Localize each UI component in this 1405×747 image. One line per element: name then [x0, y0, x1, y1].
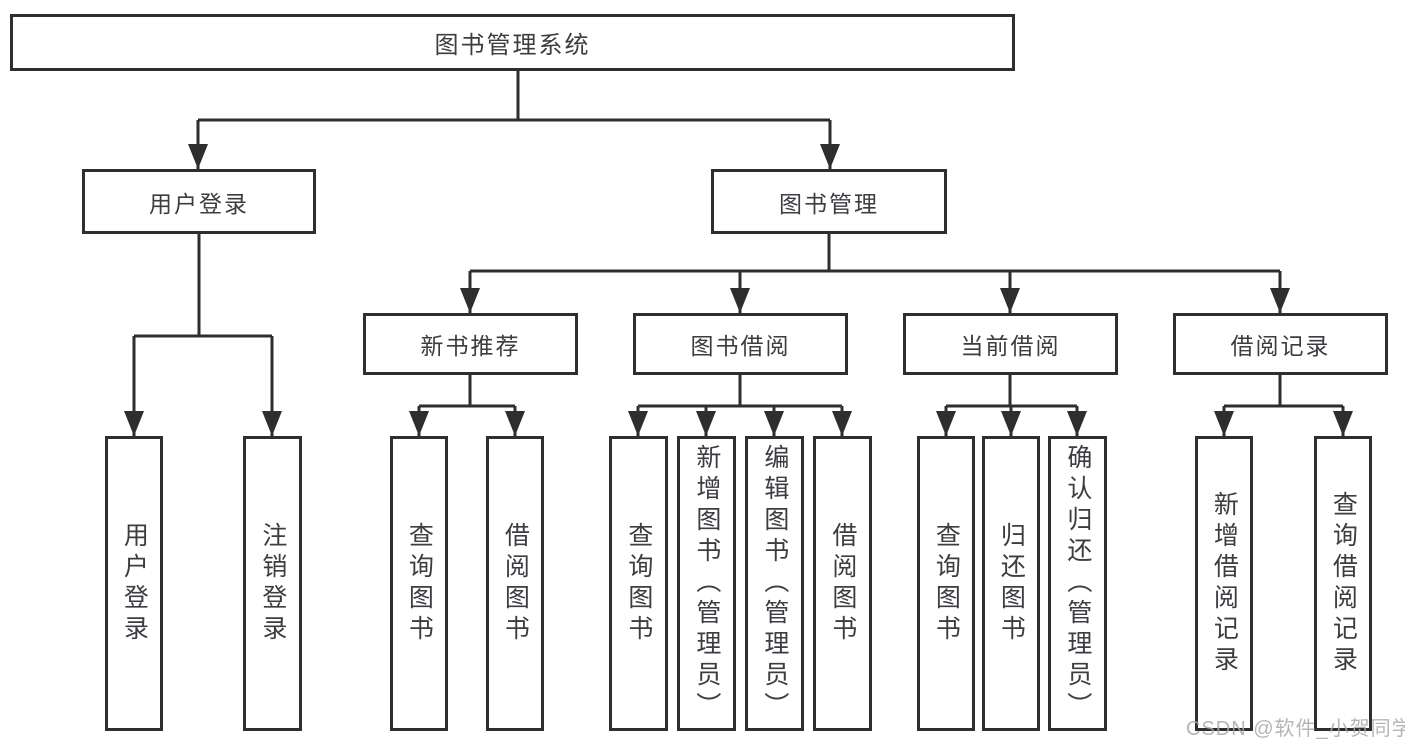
- node-book-borrowing: 图书借阅: [633, 313, 848, 375]
- leaf-logout: 注销登录: [243, 436, 302, 731]
- leaf-borrowing-query-books: 查询图书: [609, 436, 668, 731]
- leaf-query-borrow-record: 查询借阅记录: [1314, 436, 1372, 731]
- node-book-borrowing-label: 图书借阅: [690, 333, 791, 359]
- leaf-user-login-label: 用户登录: [120, 521, 149, 646]
- leaf-recommend-borrow-books: 借阅图书: [486, 436, 544, 731]
- leaf-current-query-books: 查询图书: [917, 436, 975, 731]
- watermark-text: CSDN @软件_小贺同学: [1186, 718, 1405, 740]
- node-new-book-recommendation: 新书推荐: [363, 313, 578, 375]
- leaf-borrowing-borrow-books: 借阅图书: [813, 436, 872, 731]
- leaf-logout-label: 注销登录: [258, 521, 287, 646]
- node-root-label: 图书管理系统: [434, 32, 591, 59]
- leaf-add-books-admin: 新增图书（管理员）: [677, 436, 736, 731]
- leaf-user-login: 用户登录: [105, 436, 163, 731]
- node-borrowing-records-label: 借阅记录: [1230, 333, 1331, 359]
- leaf-return-books-label: 归还图书: [997, 521, 1026, 646]
- node-book-management-label: 图书管理: [779, 190, 879, 217]
- node-user-login: 用户登录: [82, 169, 316, 234]
- leaf-edit-books-admin-label: 编辑图书（管理员）: [760, 444, 789, 723]
- leaf-add-books-admin-label: 新增图书（管理员）: [692, 444, 721, 723]
- leaf-recommend-query-books-label: 查询图书: [405, 521, 434, 646]
- node-new-book-recommendation-label: 新书推荐: [420, 333, 521, 359]
- leaf-borrowing-borrow-books-label: 借阅图书: [828, 521, 857, 646]
- leaf-recommend-borrow-books-label: 借阅图书: [501, 521, 530, 646]
- leaf-query-borrow-record-label: 查询借阅记录: [1329, 490, 1358, 677]
- node-book-management: 图书管理: [711, 169, 947, 234]
- leaf-confirm-return-admin-label: 确认归还（管理员）: [1063, 444, 1092, 723]
- node-current-borrowing: 当前借阅: [903, 313, 1118, 375]
- node-current-borrowing-label: 当前借阅: [960, 333, 1061, 359]
- leaf-add-borrow-record: 新增借阅记录: [1195, 436, 1253, 731]
- leaf-recommend-query-books: 查询图书: [390, 436, 448, 731]
- leaf-current-query-books-label: 查询图书: [932, 521, 961, 646]
- leaf-borrowing-query-books-label: 查询图书: [624, 521, 653, 646]
- node-root: 图书管理系统: [10, 14, 1015, 71]
- leaf-confirm-return-admin: 确认归还（管理员）: [1048, 436, 1107, 731]
- leaf-add-borrow-record-label: 新增借阅记录: [1210, 490, 1239, 677]
- leaf-edit-books-admin: 编辑图书（管理员）: [745, 436, 804, 731]
- node-borrowing-records: 借阅记录: [1173, 313, 1388, 375]
- node-user-login-label: 用户登录: [149, 190, 249, 217]
- leaf-return-books: 归还图书: [982, 436, 1040, 731]
